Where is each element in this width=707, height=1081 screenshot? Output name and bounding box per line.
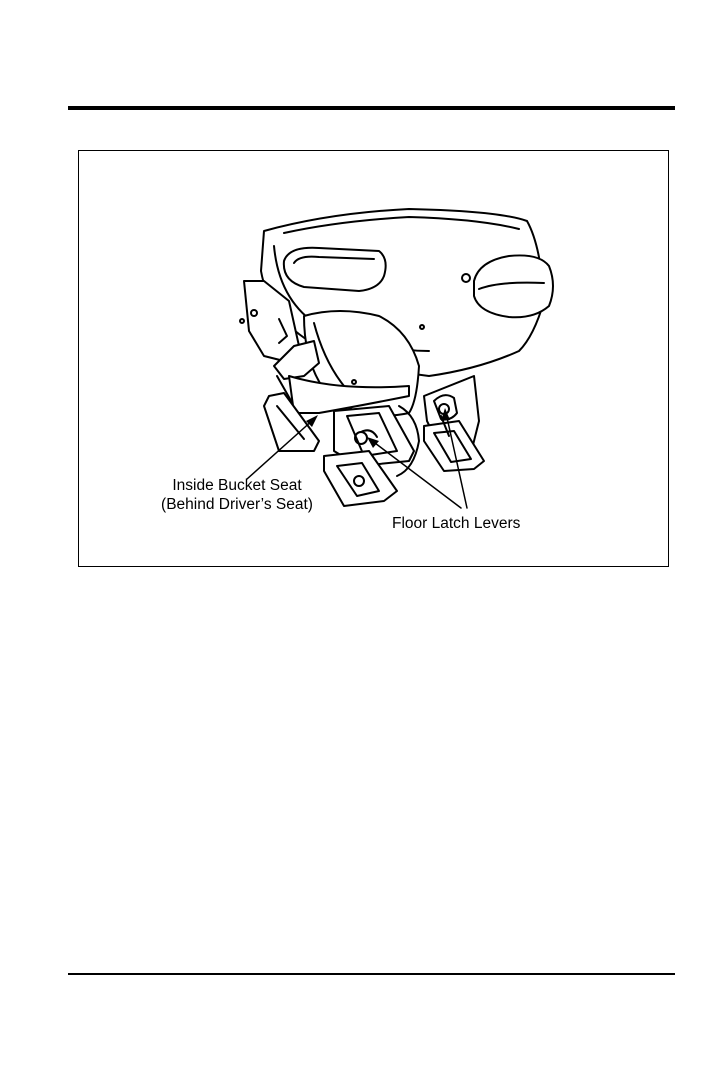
- inside-seat-label-line1: Inside Bucket Seat: [137, 476, 337, 495]
- inside-bucket-seat-callout: Inside Bucket Seat (Behind Driver’s Seat…: [137, 476, 337, 514]
- floor-latch-label: Floor Latch Levers: [392, 514, 520, 533]
- footer-rule: [68, 973, 675, 975]
- header-rule: [68, 106, 675, 110]
- floor-latch-callout: Floor Latch Levers: [392, 514, 520, 533]
- inside-seat-label-line2: (Behind Driver’s Seat): [137, 495, 337, 514]
- seat-illustration-figure: Inside Bucket Seat (Behind Driver’s Seat…: [78, 150, 669, 567]
